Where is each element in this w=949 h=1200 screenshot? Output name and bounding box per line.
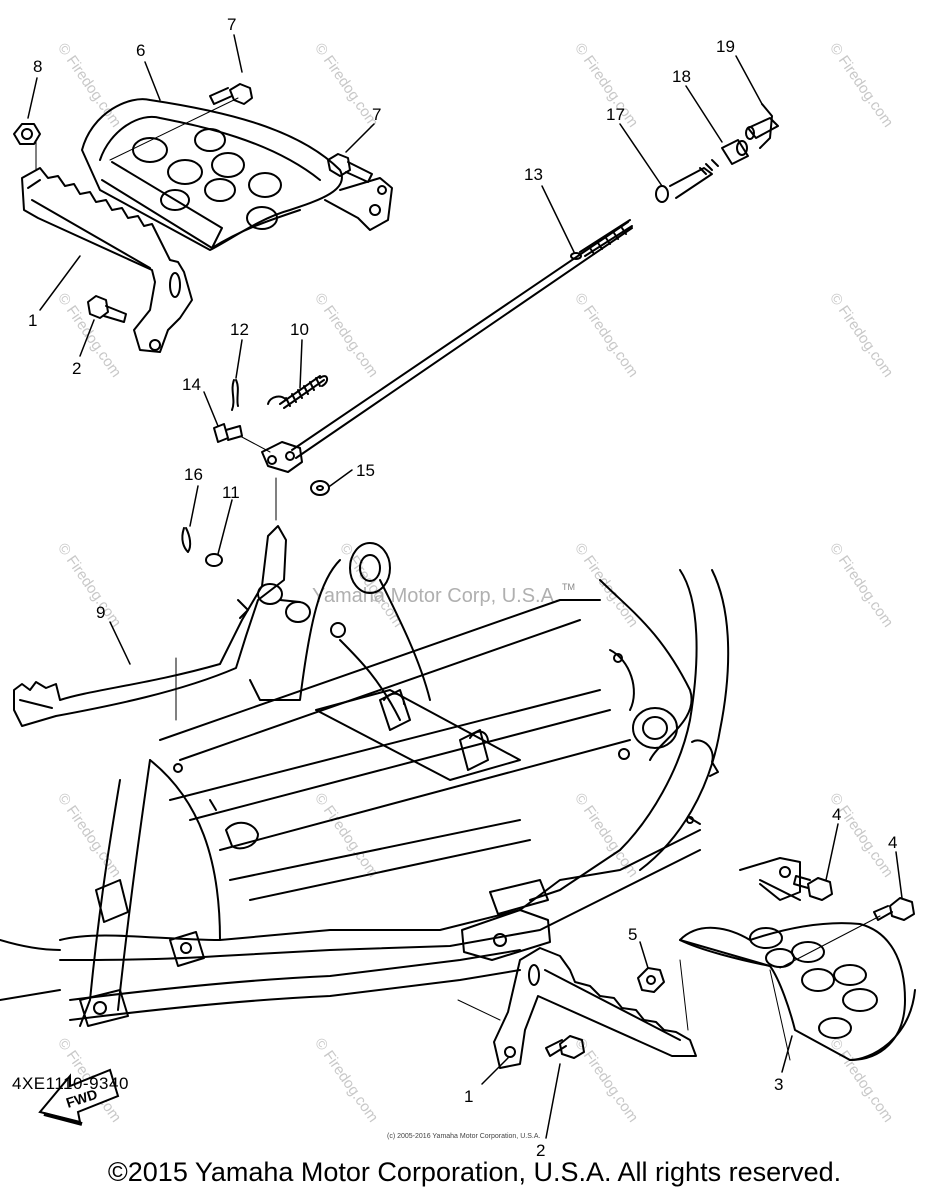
callout-3: 3 <box>774 1075 783 1094</box>
small-copyright: (c) 2005-2016 Yamaha Motor Corporation, … <box>387 1133 541 1140</box>
callout-15: 15 <box>356 461 375 480</box>
callout-1-upper: 1 <box>28 311 37 330</box>
brake-pedal-9 <box>13 525 311 727</box>
callout-12: 12 <box>230 320 249 339</box>
frame <box>0 542 730 1027</box>
footrest-bracket-lower <box>493 947 697 1069</box>
bolt-7-right <box>327 153 373 183</box>
diagram-code: 4XE1110-9340 <box>12 1074 129 1093</box>
nut-5 <box>637 967 665 993</box>
fwd-arrow-icon: FWD <box>38 1068 120 1126</box>
copyright-notice: ©2015 Yamaha Motor Corporation, U.S.A. A… <box>107 1157 842 1187</box>
bolt-4-mid <box>793 875 833 901</box>
wing-nut-19 <box>745 103 779 149</box>
washer-15 <box>310 480 330 496</box>
footrest-plate-lower <box>679 857 916 1061</box>
adjust-nut-18 <box>721 139 749 165</box>
bolt-4-right <box>779 897 915 969</box>
brake-rod <box>291 219 633 459</box>
callout-4-right: 4 <box>888 833 897 852</box>
callout-11: 11 <box>222 483 240 502</box>
return-spring-10 <box>267 375 328 409</box>
callout-14: 14 <box>182 375 201 394</box>
callout-18: 18 <box>672 67 691 86</box>
callout-16: 16 <box>184 465 203 484</box>
pin-14 <box>213 423 271 453</box>
trademark-mark: TM <box>562 582 575 592</box>
center-watermark: Yamaha Motor Corp, U.S.A. <box>312 585 560 607</box>
callout-8: 8 <box>33 57 42 76</box>
leader-lines <box>27 34 903 1139</box>
callout-7-right: 7 <box>372 105 381 124</box>
callout-19: 19 <box>716 37 735 56</box>
callout-10: 10 <box>290 320 309 339</box>
callout-5: 5 <box>628 925 637 944</box>
callout-6: 6 <box>136 41 145 60</box>
callout-1-lower: 1 <box>464 1087 473 1106</box>
washer-11 <box>205 553 223 567</box>
cotter-pin-16 <box>181 527 192 553</box>
clevis <box>261 441 303 473</box>
callout-17: 17 <box>606 105 625 124</box>
callout-4-mid: 4 <box>832 805 841 824</box>
footrest-bracket-upper <box>21 167 193 353</box>
bolt-2-lower <box>545 1035 585 1059</box>
callout-7-top: 7 <box>227 15 236 34</box>
callout-9: 9 <box>96 603 105 622</box>
rod-spring-17 <box>655 159 719 203</box>
footrest-plate-upper <box>81 98 393 251</box>
bolt-2-upper <box>87 295 127 323</box>
callout-2-upper: 2 <box>72 359 81 378</box>
nut-8 <box>13 123 41 171</box>
clip-12 <box>231 379 239 411</box>
callout-13: 13 <box>524 165 543 184</box>
callout-2-lower: 2 <box>536 1141 545 1160</box>
bolt-7-upper <box>109 83 253 161</box>
